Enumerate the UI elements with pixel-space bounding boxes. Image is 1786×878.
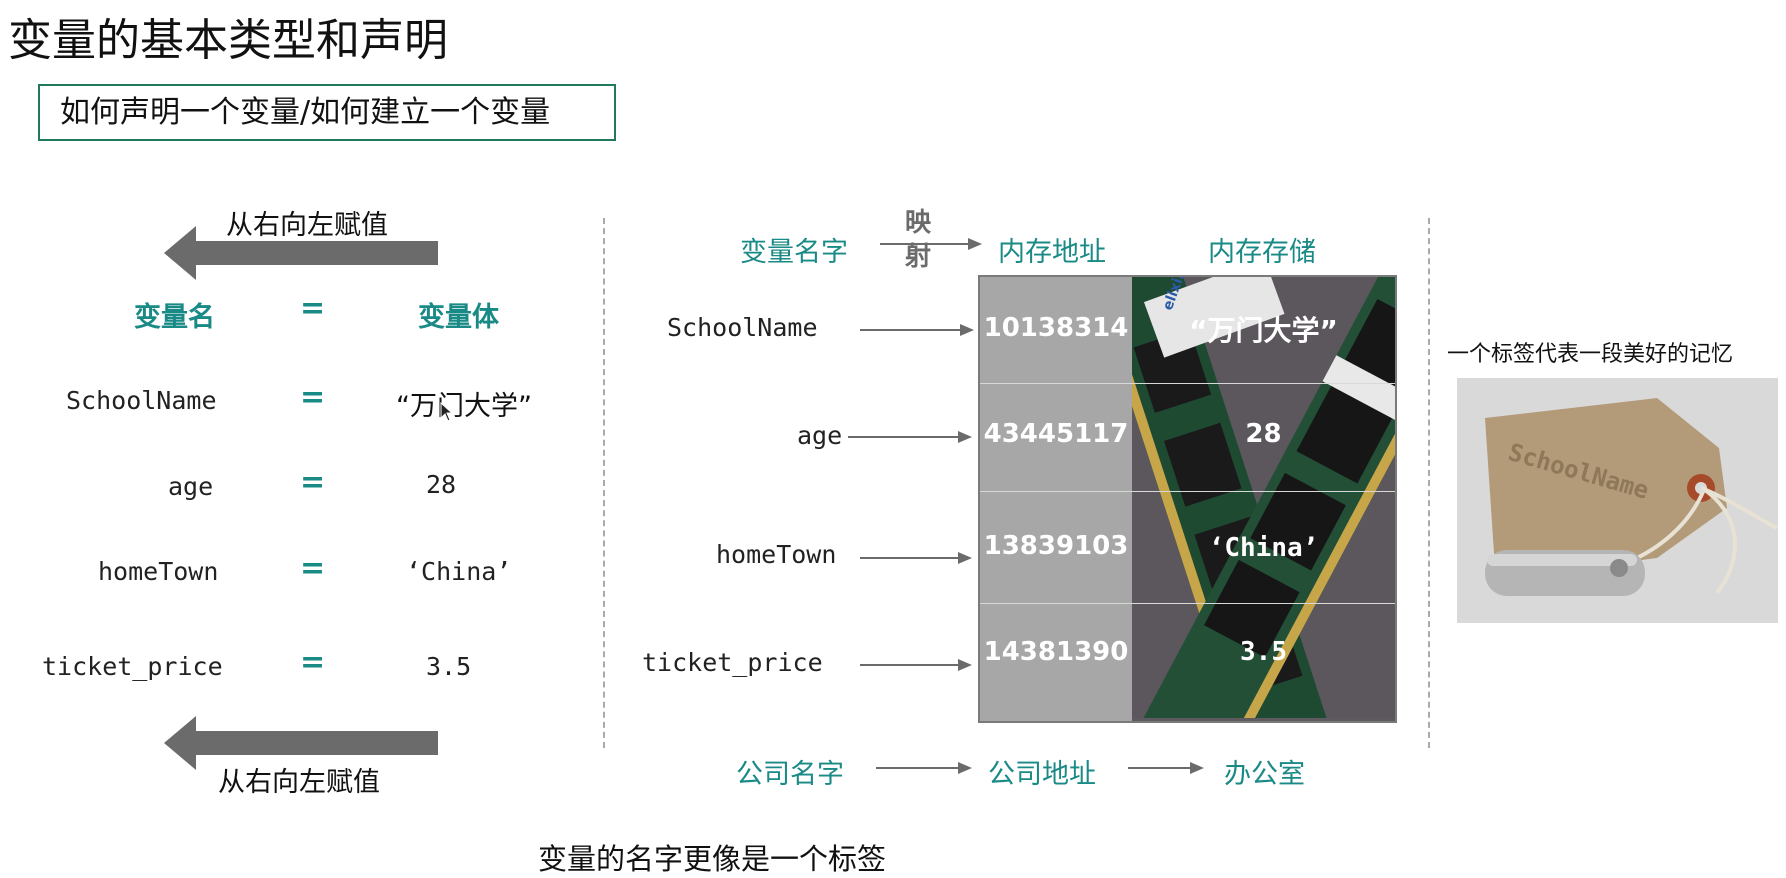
equals-sign: =	[300, 551, 325, 586]
map-arrow-icon	[848, 430, 972, 444]
var-name-age: age	[168, 472, 213, 501]
var-name-schoolname: SchoolName	[66, 386, 217, 415]
footer-caption: 变量的名字更像是一个标签	[538, 836, 886, 878]
analogy-arrow-icon	[876, 761, 972, 775]
assign-direction-label-bottom: 从右向左赋值	[218, 760, 380, 799]
row-divider	[980, 491, 1395, 492]
mapping-label: 映射	[905, 206, 935, 274]
mapped-name-ticket-price: ticket_price	[642, 648, 823, 677]
analogy-company-address: 公司地址	[988, 752, 1096, 791]
row-divider	[980, 603, 1395, 604]
memory-value-2: 28	[1132, 419, 1395, 449]
var-value-ticket-price: 3.5	[426, 652, 471, 681]
tag-caption: 一个标签代表一段美好的记忆	[1447, 336, 1733, 368]
var-value-age: 28	[426, 470, 456, 499]
memory-address-3: 13839103	[980, 531, 1132, 561]
header-memory-storage: 内存存储	[1208, 230, 1316, 269]
row-divider	[980, 383, 1395, 384]
header-var-name: 变量名字	[740, 230, 848, 269]
dashed-divider	[603, 218, 605, 748]
map-arrow-icon	[860, 658, 972, 672]
tag-photo: SchoolName	[1457, 378, 1778, 623]
var-value-hometown: ‘China’	[406, 557, 511, 586]
analogy-office: 办公室	[1224, 752, 1305, 791]
header-variable-name: 变量名	[134, 295, 215, 334]
mapped-name-schoolname: SchoolName	[667, 313, 818, 342]
subtitle-box: 如何声明一个变量/如何建立一个变量	[38, 84, 616, 141]
mouse-cursor-icon	[440, 402, 452, 422]
left-arrow-icon	[164, 226, 438, 280]
equals-sign: =	[300, 465, 325, 500]
var-value-schoolname: “万门大学”	[396, 384, 532, 423]
var-name-hometown: homeTown	[98, 557, 218, 586]
mapped-name-hometown: homeTown	[716, 540, 836, 569]
dashed-divider	[1428, 218, 1430, 748]
header-equals: =	[300, 291, 325, 326]
equals-sign: =	[300, 645, 325, 680]
memory-address-2: 43445117	[980, 419, 1132, 449]
equals-sign: =	[300, 380, 325, 415]
map-arrow-icon	[860, 323, 974, 337]
memory-address-4: 14381390	[980, 637, 1132, 667]
analogy-company-name: 公司名字	[736, 752, 844, 791]
map-arrow-icon	[860, 551, 972, 565]
header-variable-body: 变量体	[418, 295, 499, 334]
memory-value-1: “万门大学”	[1132, 309, 1395, 349]
var-name-ticket-price: ticket_price	[42, 652, 223, 681]
analogy-arrow-icon	[1128, 761, 1204, 775]
memory-value-4: 3.5	[1132, 637, 1395, 667]
memory-block: elixir 10138314 43445117 13839103 143813…	[978, 275, 1397, 723]
tag-illustration	[1457, 378, 1778, 623]
memory-address-1: 10138314	[980, 313, 1132, 343]
memory-value-3: ‘China’	[1132, 533, 1395, 563]
slide-title: 变量的基本类型和声明	[8, 4, 448, 68]
mapped-name-age: age	[797, 421, 842, 450]
header-memory-address: 内存地址	[998, 230, 1106, 269]
